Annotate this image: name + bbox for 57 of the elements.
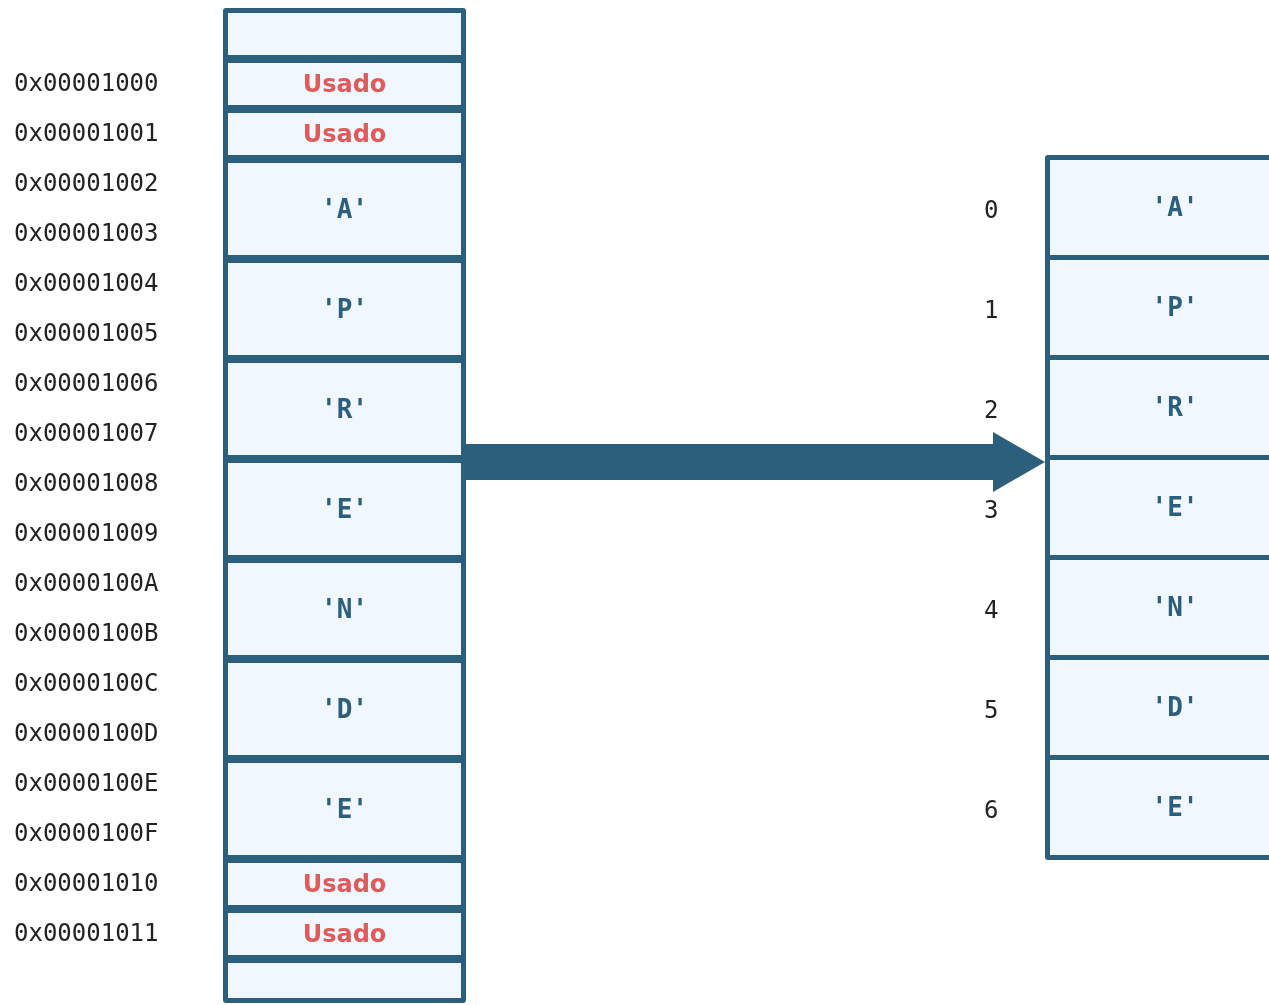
arrow — [466, 432, 1045, 492]
char-value: 'P' — [1151, 291, 1199, 324]
array-index: 3 — [984, 495, 999, 526]
status-text: Usado — [302, 69, 387, 100]
char-value: 'N' — [1151, 591, 1199, 624]
char-value: 'R' — [321, 392, 368, 426]
memory-address: 0x00001002 — [14, 168, 159, 199]
status-text: Usado — [302, 869, 387, 900]
char-value: 'P' — [321, 292, 368, 326]
memory-cell — [228, 558, 461, 660]
memory-cell — [228, 908, 461, 960]
array-column — [1045, 155, 1269, 860]
char-value: 'D' — [1151, 691, 1199, 724]
memory-address: 0x00001009 — [14, 518, 159, 549]
char-value: 'E' — [321, 792, 368, 826]
memory-address: 0x00001006 — [14, 368, 159, 399]
memory-cell — [228, 258, 461, 360]
memory-address: 0x00001000 — [14, 68, 159, 99]
memory-cell — [228, 58, 461, 110]
array-index: 1 — [984, 295, 999, 326]
memory-address: 0x00001007 — [14, 418, 159, 449]
char-value: 'A' — [1151, 191, 1199, 224]
char-value: 'D' — [321, 692, 368, 726]
char-value: 'E' — [321, 492, 368, 526]
status-text: Usado — [302, 119, 387, 150]
memory-address: 0x0000100D — [14, 718, 159, 749]
array-index: 6 — [984, 795, 999, 826]
memory-cell — [228, 158, 461, 260]
memory-address: 0x00001003 — [14, 218, 159, 249]
char-value: 'A' — [321, 192, 368, 226]
memory-address: 0x00001010 — [14, 868, 159, 899]
memory-address: 0x00001005 — [14, 318, 159, 349]
memory-address: 0x00001008 — [14, 468, 159, 499]
memory-cell — [228, 108, 461, 160]
array-index: 4 — [984, 595, 999, 626]
memory-address: 0x00001004 — [14, 268, 159, 299]
char-value: 'E' — [1151, 791, 1199, 824]
memory-address: 0x0000100A — [14, 568, 159, 599]
char-value: 'R' — [1151, 391, 1199, 424]
array-index: 2 — [984, 395, 999, 426]
memory-cell — [228, 758, 461, 860]
memory-address: 0x0000100F — [14, 818, 159, 849]
array-index: 5 — [984, 695, 999, 726]
memory-address: 0x0000100B — [14, 618, 159, 649]
memory-address: 0x0000100E — [14, 768, 159, 799]
array-index: 0 — [984, 195, 999, 226]
memory-cell — [228, 658, 461, 760]
memory-address: 0x0000100C — [14, 668, 159, 699]
char-value: 'E' — [1151, 491, 1199, 524]
memory-address: 0x00001001 — [14, 118, 159, 149]
memory-cell — [228, 858, 461, 910]
status-text: Usado — [302, 919, 387, 950]
char-value: 'N' — [321, 592, 368, 626]
memory-cell — [228, 358, 461, 460]
memory-cell — [228, 458, 461, 560]
memory-address: 0x00001011 — [14, 918, 159, 949]
memory-column — [223, 8, 466, 1003]
